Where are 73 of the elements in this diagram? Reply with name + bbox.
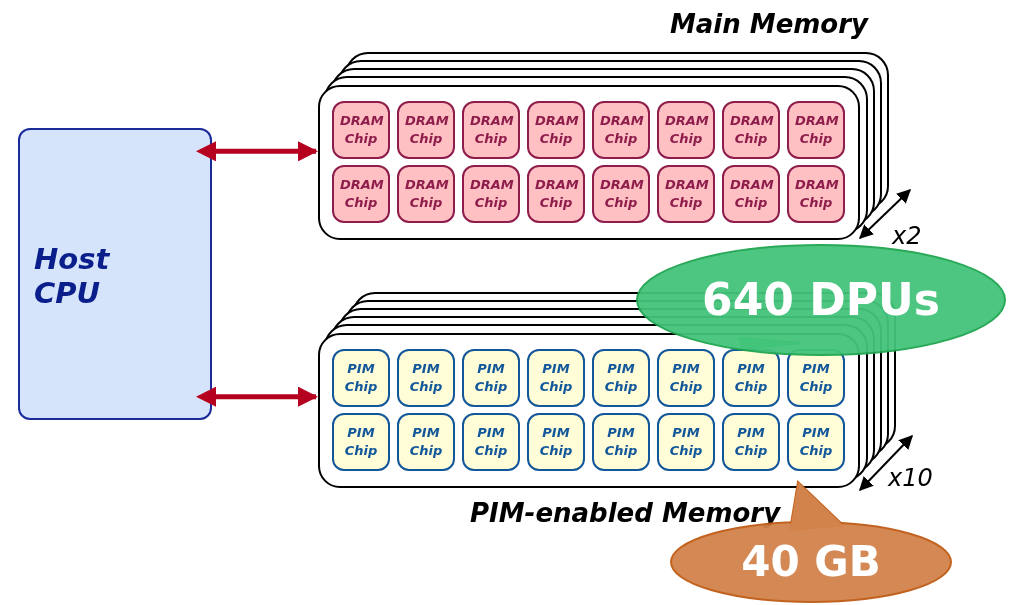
chip-label: PIM Chip [733, 424, 769, 460]
chip-box [527, 165, 585, 223]
chip-label: DRAM Chip [730, 112, 772, 148]
chip-box [592, 413, 650, 471]
chip-label: DRAM Chip [340, 112, 382, 148]
chip-label: DRAM Chip [405, 176, 447, 212]
chip-box [527, 349, 585, 407]
chip-box [527, 101, 585, 159]
chip-label: PIM Chip [343, 424, 379, 460]
chip-box [787, 165, 845, 223]
chip-label: PIM Chip [538, 360, 574, 396]
chip-box [332, 413, 390, 471]
chip-label: DRAM Chip [730, 176, 772, 212]
chip-box [722, 165, 780, 223]
chip-label: DRAM Chip [470, 176, 512, 212]
chip-box [462, 165, 520, 223]
chip-label: PIM Chip [798, 424, 834, 460]
chip-label: PIM Chip [733, 360, 769, 396]
chip-label: PIM Chip [538, 424, 574, 460]
chip-label: DRAM Chip [340, 176, 382, 212]
chip-box [462, 413, 520, 471]
chip-box [397, 413, 455, 471]
chip-box [592, 165, 650, 223]
chip-label: DRAM Chip [665, 176, 707, 212]
chip-label: PIM Chip [668, 424, 704, 460]
chip-box [722, 101, 780, 159]
chip-box [722, 413, 780, 471]
chip-label: PIM Chip [343, 360, 379, 396]
chip-box [592, 349, 650, 407]
chip-box [657, 101, 715, 159]
chip-label: PIM Chip [603, 360, 639, 396]
chip-label: DRAM Chip [795, 112, 837, 148]
chip-box [527, 413, 585, 471]
bubble-label: 640 DPUs [701, 273, 941, 327]
double-arrow [196, 141, 318, 162]
chip-label: PIM Chip [473, 424, 509, 460]
chip-box [722, 349, 780, 407]
chip-label: DRAM Chip [795, 176, 837, 212]
chip-box [657, 349, 715, 407]
bubble-label: 40 GB [740, 536, 882, 588]
chip-label: DRAM Chip [535, 112, 577, 148]
chip-box [462, 101, 520, 159]
chip-label: PIM Chip [603, 424, 639, 460]
module-heading: PIM-enabled Memory [470, 498, 781, 528]
chip-label: PIM Chip [798, 360, 834, 396]
chip-label: PIM Chip [668, 360, 704, 396]
chip-label: DRAM Chip [470, 112, 512, 148]
chip-label: PIM Chip [408, 360, 444, 396]
chip-box [462, 349, 520, 407]
chip-box [592, 101, 650, 159]
chip-label: DRAM Chip [665, 112, 707, 148]
chip-label: DRAM Chip [405, 112, 447, 148]
chip-box [397, 349, 455, 407]
chip-box [397, 165, 455, 223]
chip-label: DRAM Chip [535, 176, 577, 212]
chip-box [787, 101, 845, 159]
chip-box [332, 101, 390, 159]
multiplier-label: x2 [892, 222, 922, 250]
multiplier-label: x10 [888, 464, 933, 492]
chip-box [787, 413, 845, 471]
chip-box [657, 165, 715, 223]
module-heading: Main Memory [669, 9, 868, 39]
chip-box [332, 349, 390, 407]
chip-label: DRAM Chip [600, 176, 642, 212]
chip-label: PIM Chip [473, 360, 509, 396]
chip-label: DRAM Chip [600, 112, 642, 148]
host-processor-box [18, 128, 212, 420]
box-label: Host CPU [34, 242, 111, 310]
chip-box [657, 413, 715, 471]
chip-box [397, 101, 455, 159]
double-arrow [196, 386, 318, 407]
chip-label: PIM Chip [408, 424, 444, 460]
chip-box [332, 165, 390, 223]
